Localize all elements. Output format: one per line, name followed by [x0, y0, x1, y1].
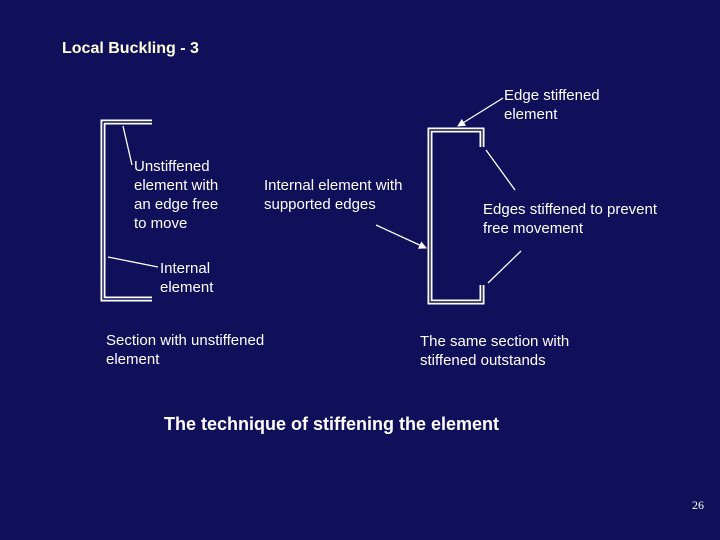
pointer-edge-stiffened	[457, 97, 504, 127]
unstiffened-channel-section	[100, 119, 152, 302]
caption: The technique of stiffening the element	[164, 414, 500, 434]
pointer-internal-element	[107, 256, 159, 268]
pointer-bottom-lip	[487, 250, 522, 284]
pointer-unstiffened-flange	[122, 125, 133, 166]
stiffened-channel-section	[427, 127, 485, 305]
label-internal-supported: Internal element with supported edges	[264, 177, 403, 213]
label-edges-stiffened: Edges stiffened to prevent free movement	[483, 201, 658, 237]
label-same-section: The same section with stiffened outstand…	[420, 333, 570, 369]
label-internal-element: Internal element	[160, 260, 214, 296]
pointer-top-lip	[485, 149, 516, 191]
label-edge-stiffened: Edge stiffened element	[504, 87, 600, 123]
pointer-internal-supported	[375, 224, 427, 249]
slide-title: Local Buckling - 3	[62, 40, 199, 57]
page-number: 26	[692, 498, 704, 512]
label-unstiffened: Unstiffened element with an edge free to…	[134, 158, 219, 232]
label-section-unstiffened: Section with unstiffened element	[106, 332, 265, 368]
